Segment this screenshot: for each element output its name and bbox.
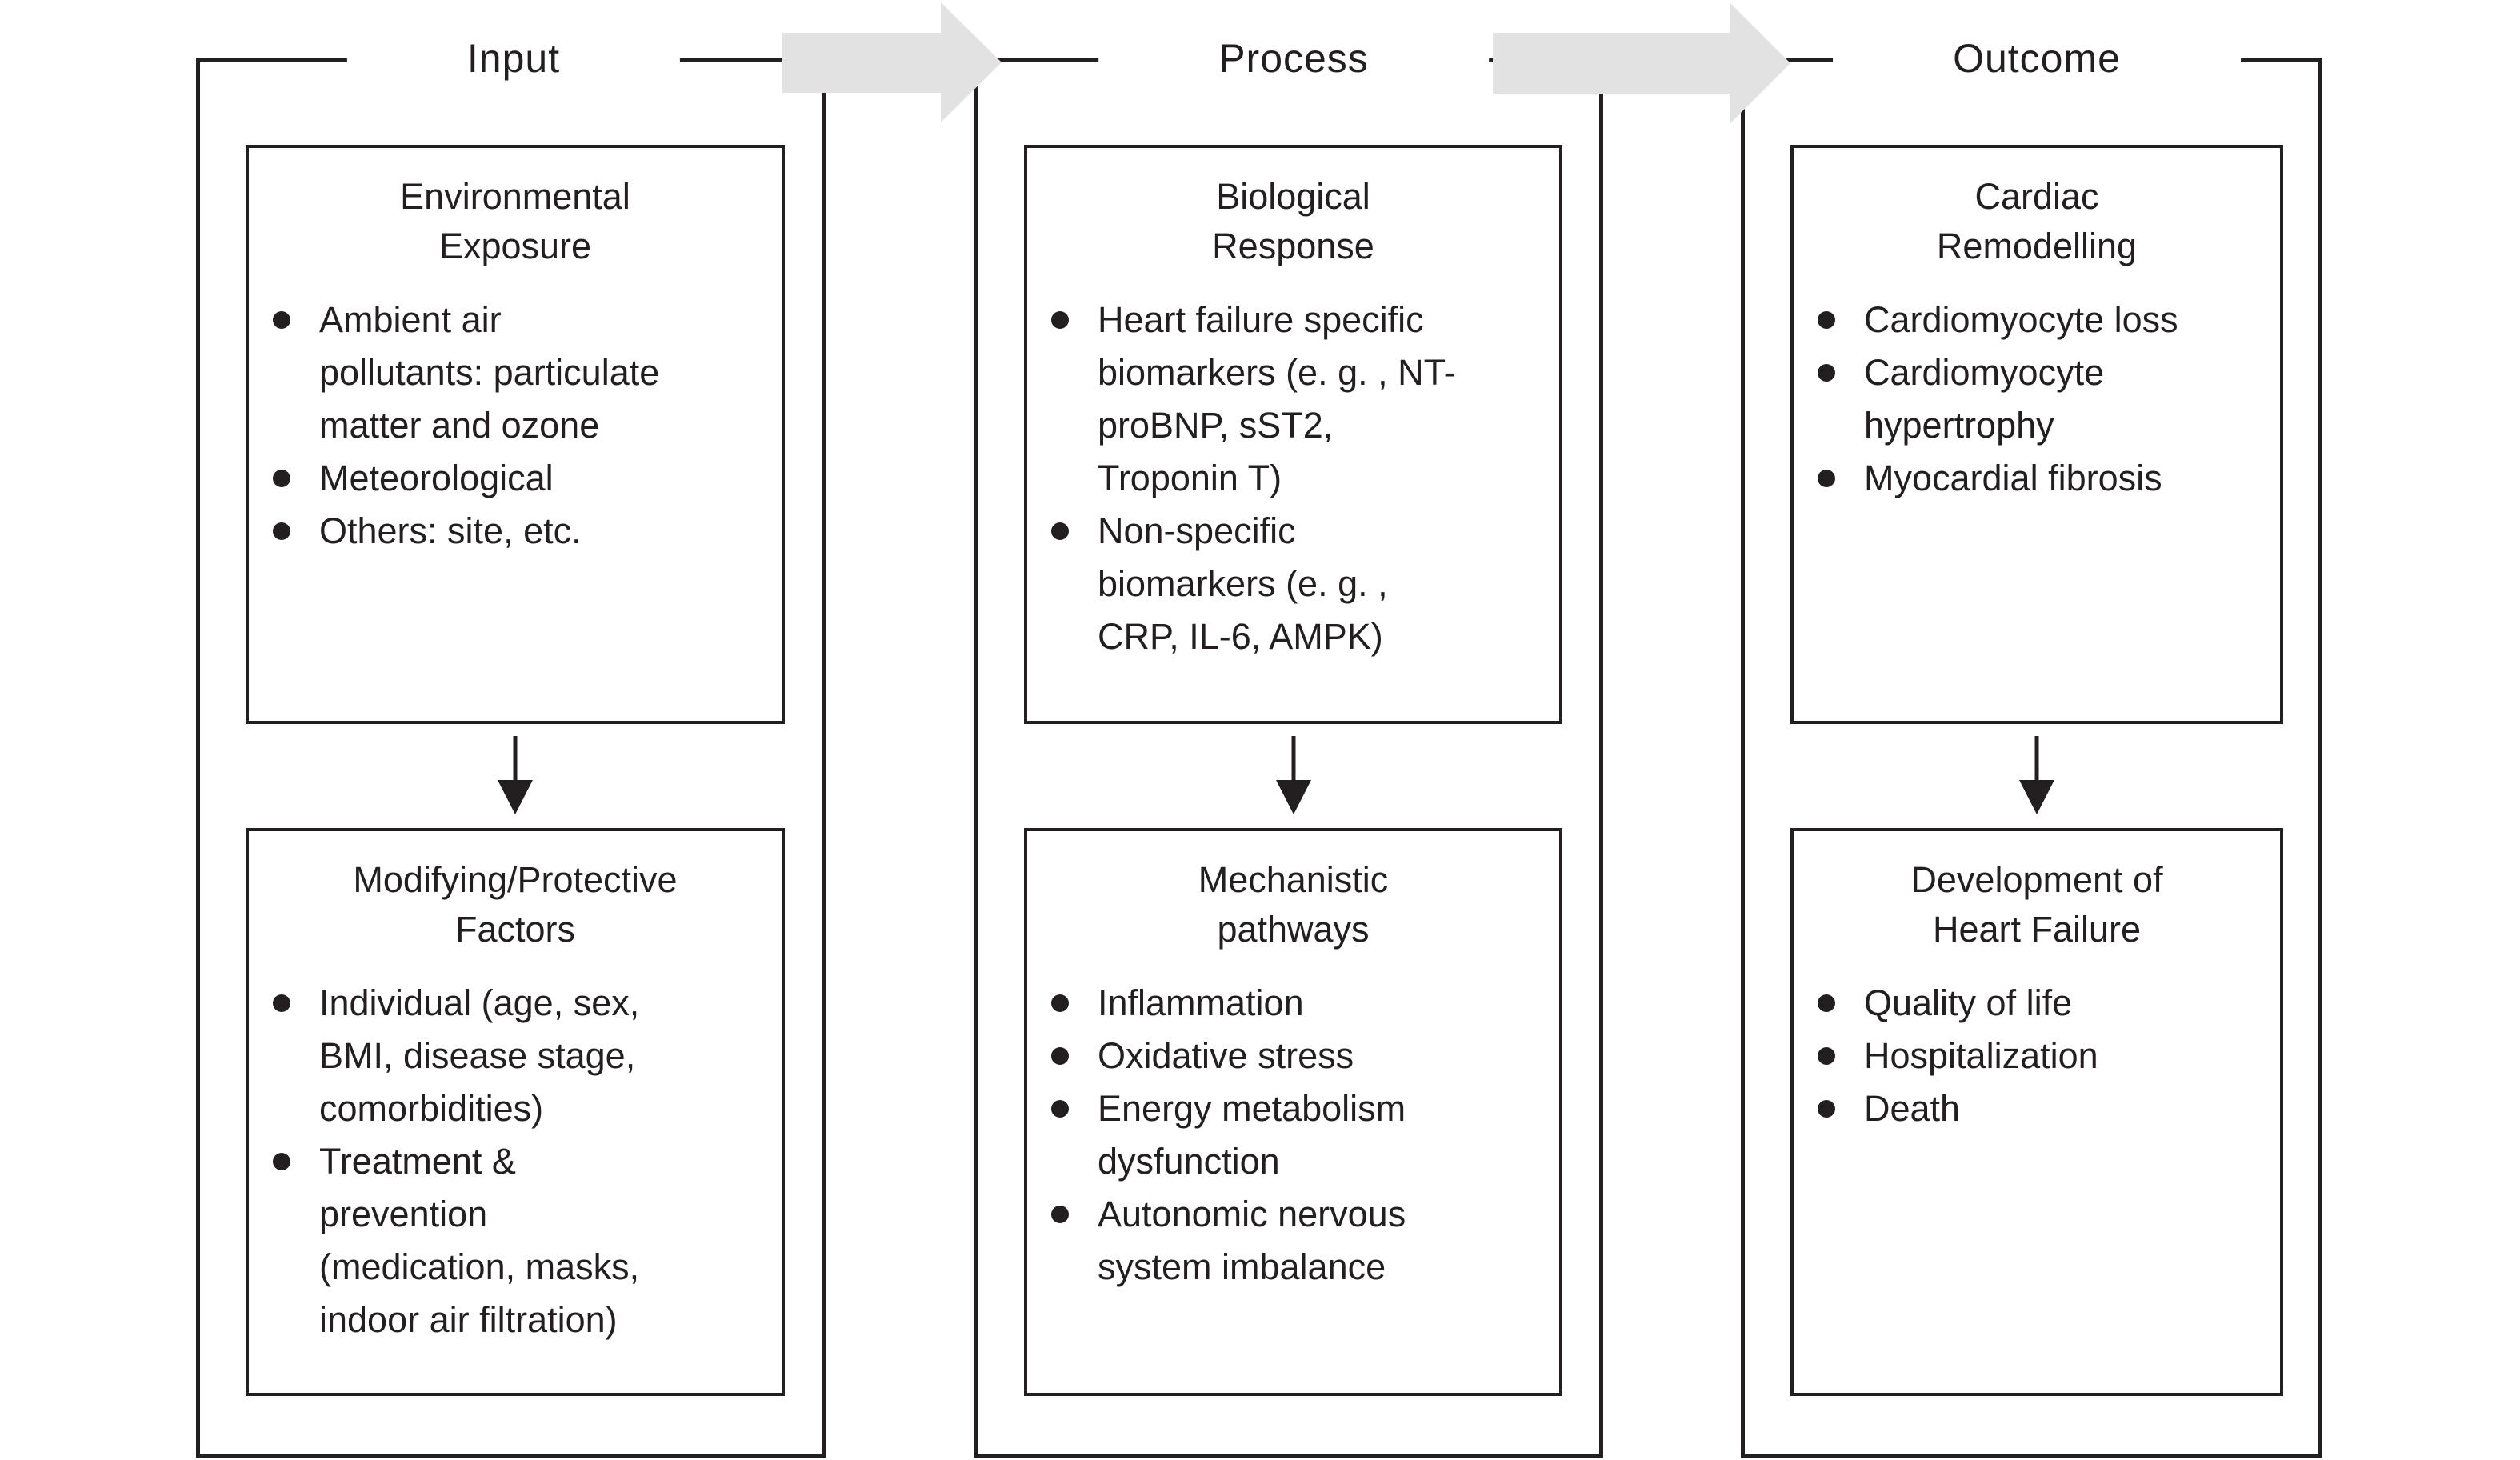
- list-item: Death: [1818, 1082, 2269, 1135]
- box-title: Environmental Exposure: [400, 176, 630, 266]
- list-item: Oxidative stress: [1051, 1030, 1548, 1082]
- list-item: Myocardial fibrosis: [1818, 452, 2269, 505]
- bullet-dot-icon: [1051, 1100, 1069, 1118]
- flow-right-arrow-icon-process-to-outcome: [1493, 2, 1790, 124]
- modifying-protective-factors-box: Modifying/Protective Factors Individual …: [246, 828, 785, 1396]
- lane-header-outcome: Outcome: [1833, 29, 2241, 88]
- list-item: Individual (age, sex, BMI, disease stage…: [273, 977, 770, 1135]
- list-item: Others: site, etc.: [273, 505, 770, 558]
- bullet-dot-icon: [273, 311, 290, 329]
- bullet-dot-icon: [273, 522, 290, 540]
- bullet-dot-icon: [1051, 522, 1069, 540]
- down-arrow-icon-outcome: [2019, 736, 2054, 814]
- bullet-dot-icon: [1818, 470, 1835, 487]
- list-item: Ambient air pollutants: particulate matt…: [273, 294, 770, 452]
- bullet-dot-icon: [273, 994, 290, 1012]
- list-item: Quality of life: [1818, 977, 2269, 1030]
- list-item: Energy metabolism dysfunction: [1051, 1082, 1548, 1188]
- bullet-list: Inflammation Oxidative stress Energy met…: [1027, 977, 1559, 1294]
- bullet-dot-icon: [273, 470, 290, 487]
- box-title: Mechanistic pathways: [1198, 859, 1389, 950]
- list-item: Autonomic nervous system imbalance: [1051, 1188, 1548, 1294]
- mechanistic-pathways-box: Mechanistic pathways Inflammation Oxidat…: [1024, 828, 1562, 1396]
- list-item: Inflammation: [1051, 977, 1548, 1030]
- list-item: Non-specific biomarkers (e. g. , CRP, IL…: [1051, 505, 1548, 663]
- bullet-dot-icon: [1051, 1206, 1069, 1223]
- box-title: Development of Heart Failure: [1910, 859, 2163, 950]
- list-item: Heart failure specific biomarkers (e. g.…: [1051, 294, 1548, 505]
- box-title: Modifying/Protective Factors: [353, 859, 678, 950]
- list-item: Treatment & prevention (medication, mask…: [273, 1135, 770, 1346]
- bullet-dot-icon: [273, 1153, 290, 1170]
- environmental-exposure-box: Environmental Exposure Ambient air pollu…: [246, 145, 785, 724]
- down-arrow-icon-input: [498, 736, 533, 814]
- cardiac-remodelling-box: Cardiac Remodelling Cardiomyocyte loss C…: [1790, 145, 2283, 724]
- bullet-list: Cardiomyocyte loss Cardiomyocyte hypertr…: [1794, 294, 2280, 505]
- bullet-dot-icon: [1818, 1047, 1835, 1065]
- bullet-dot-icon: [1818, 311, 1835, 329]
- development-of-heart-failure-box: Development of Heart Failure Quality of …: [1790, 828, 2283, 1396]
- bullet-dot-icon: [1818, 364, 1835, 382]
- bullet-list: Heart failure specific biomarkers (e. g.…: [1027, 294, 1559, 663]
- lane-header-process: Process: [1098, 29, 1489, 88]
- bullet-dot-icon: [1051, 994, 1069, 1012]
- box-title: Cardiac Remodelling: [1936, 176, 2138, 266]
- bullet-dot-icon: [1818, 1100, 1835, 1118]
- list-item: Cardiomyocyte hypertrophy: [1818, 346, 2269, 452]
- flow-right-arrow-icon-input-to-process: [782, 2, 1002, 122]
- bullet-list: Individual (age, sex, BMI, disease stage…: [249, 977, 782, 1346]
- biological-response-box: Biological Response Heart failure specif…: [1024, 145, 1562, 724]
- bullet-dot-icon: [1051, 311, 1069, 329]
- list-item: Meteorological: [273, 452, 770, 505]
- bullet-dot-icon: [1818, 994, 1835, 1012]
- list-item: Hospitalization: [1818, 1030, 2269, 1082]
- box-title: Biological Response: [1212, 176, 1374, 266]
- down-arrow-icon-process: [1276, 736, 1311, 814]
- bullet-list: Ambient air pollutants: particulate matt…: [249, 294, 782, 558]
- list-item: Cardiomyocyte loss: [1818, 294, 2269, 346]
- bullet-dot-icon: [1051, 1047, 1069, 1065]
- lane-header-input: Input: [346, 29, 681, 88]
- bullet-list: Quality of life Hospitalization Death: [1794, 977, 2280, 1135]
